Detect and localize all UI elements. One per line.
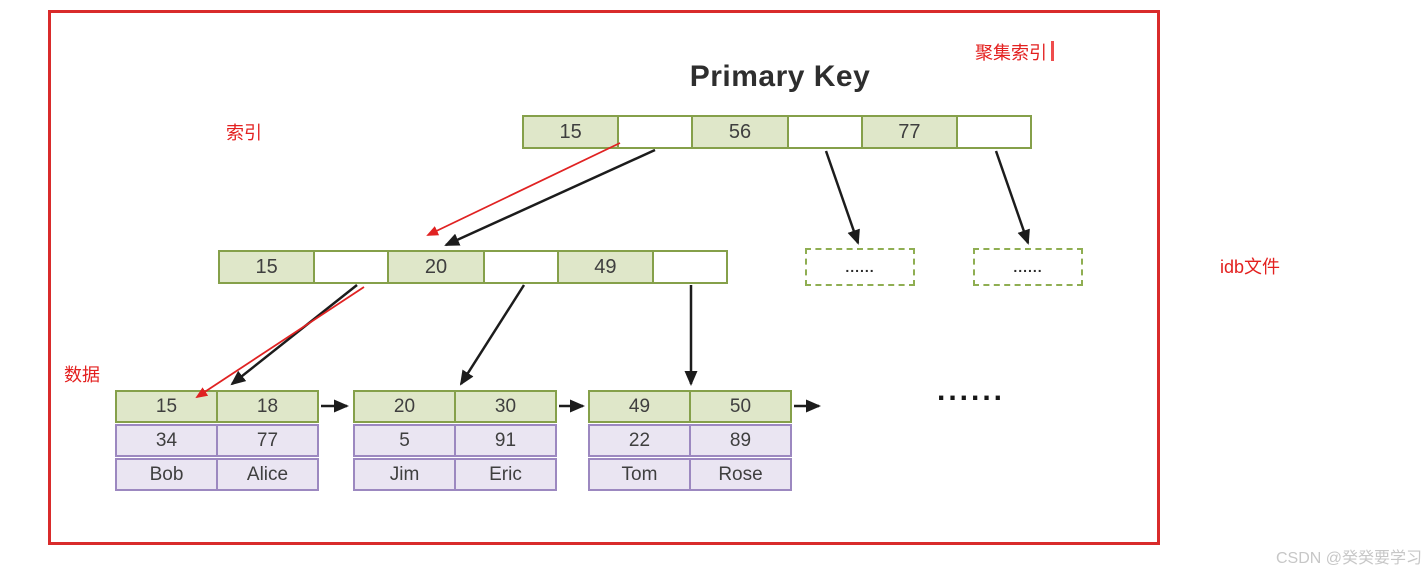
leaf-data-cell: 89 xyxy=(729,429,752,451)
leaf-key-row: 20 30 xyxy=(353,390,557,423)
leaf-key-cell: 30 xyxy=(494,395,517,417)
internal-key-cell: 15 xyxy=(220,252,316,282)
leaf-data-row: Jim Eric xyxy=(353,458,557,491)
root-key-cell: 56 xyxy=(693,117,789,147)
leaf-data-cell: Jim xyxy=(355,460,456,489)
root-pointer-cell xyxy=(788,117,863,147)
leaf-data-row: Tom Rose xyxy=(588,458,792,491)
root-key-cell: 77 xyxy=(862,117,959,147)
leaf-data-cell: Rose xyxy=(718,463,763,485)
watermark: CSDN @癸癸要学习 xyxy=(1275,550,1422,567)
label-idb-file: idb文件 xyxy=(1220,257,1281,277)
placeholder-page-1: ...... xyxy=(805,248,915,286)
internal-pointer-cell xyxy=(484,252,559,282)
leaf-page-1: 15 18 34 77 Bob Alice xyxy=(115,390,319,491)
leaf-key-cell: 49 xyxy=(590,392,691,421)
leaf-data-cell: 77 xyxy=(256,429,279,451)
leaf-data-cell: Tom xyxy=(590,460,691,489)
diagram-title: Primary Key xyxy=(689,60,871,93)
internal-key-cell: 20 xyxy=(389,252,485,282)
label-clustered-index: 聚集索引 xyxy=(975,43,1047,63)
more-leaf-pages-ellipsis: ...... xyxy=(936,374,1005,407)
internal-pointer-cell xyxy=(654,252,726,282)
leaf-data-row: Bob Alice xyxy=(115,458,319,491)
placeholder-page-2: ...... xyxy=(973,248,1083,286)
leaf-key-row: 15 18 xyxy=(115,390,319,423)
root-pointer-cell xyxy=(619,117,694,147)
leaf-key-row: 49 50 xyxy=(588,390,792,423)
leaf-key-cell: 50 xyxy=(729,395,752,417)
root-pointer-cell xyxy=(958,117,1030,147)
leaf-data-row: 5 91 xyxy=(353,424,557,457)
leaf-data-cell: Alice xyxy=(246,463,289,485)
leaf-data-cell: 34 xyxy=(117,426,218,455)
diagram-red-border xyxy=(48,10,1160,545)
leaf-data-row: 22 89 xyxy=(588,424,792,457)
leaf-data-cell: Eric xyxy=(489,463,522,485)
label-index: 索引 xyxy=(226,123,262,143)
root-key-cell: 15 xyxy=(524,117,620,147)
leaf-key-cell: 20 xyxy=(355,392,456,421)
text-cursor xyxy=(1051,41,1054,61)
leaf-key-cell: 18 xyxy=(256,395,279,417)
leaf-data-cell: 5 xyxy=(355,426,456,455)
leaf-page-3: 49 50 22 89 Tom Rose xyxy=(588,390,792,491)
internal-pointer-cell xyxy=(315,252,390,282)
internal-key-cell: 49 xyxy=(558,252,655,282)
leaf-data-cell: Bob xyxy=(117,460,218,489)
label-data: 数据 xyxy=(64,365,100,385)
btree-root-node: 15 56 77 xyxy=(522,115,1032,149)
leaf-data-cell: 91 xyxy=(494,429,517,451)
leaf-data-row: 34 77 xyxy=(115,424,319,457)
btree-internal-node: 15 20 49 xyxy=(218,250,728,284)
leaf-page-2: 20 30 5 91 Jim Eric xyxy=(353,390,557,491)
leaf-key-cell: 15 xyxy=(117,392,218,421)
leaf-data-cell: 22 xyxy=(590,426,691,455)
